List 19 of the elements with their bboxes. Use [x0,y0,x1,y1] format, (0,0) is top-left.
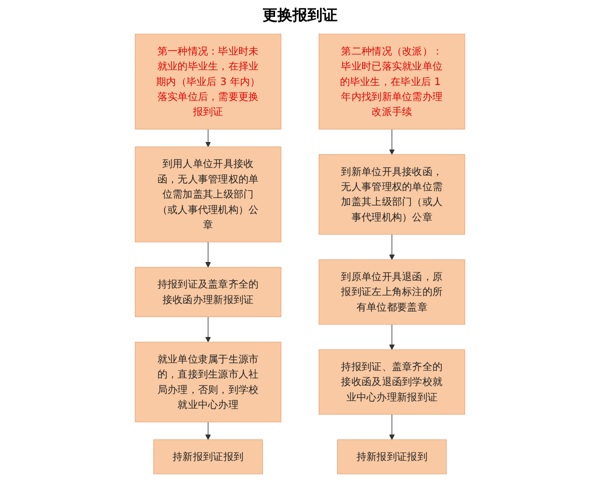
arrow [389,324,395,350]
diagram-title: 更换报到证 [262,6,338,25]
node-box: 到原单位开具退函，原报到证左上角标注的所有单位都要盖章 [318,259,466,325]
node-box: 持报到证、盖章齐全的接收函及退函到学校就业中心办理新报到证 [318,349,466,415]
arrow [205,422,211,440]
node-box: 第二种情况（改派）：毕业时已落实就业单位的毕业生，在毕业后 1 年内找到新单位需办理改派手续 [318,34,466,130]
arrow [205,128,211,148]
node-box: 到新单位开具接收函，无人事管理权的单位需加盖其上级部门（或人事代理机构）公章 [318,154,466,235]
node-box: 就业单位隶属于生源市的，直接到生源市人社局办理，否则，到学校就业中心办理 [134,342,282,422]
node-box: 第一种情况：毕业时未就业的毕业生，在择业期内（毕业后 3 年内）落实单位后，需要更换报到证 [134,34,282,130]
node-box: 持新报到证报到 [337,439,447,474]
arrow [389,414,395,440]
arrow [205,242,211,268]
node-box: 持报到证及盖章齐全的接收函办理新报到证 [134,267,282,318]
arrow [389,234,395,260]
node-box: 到用人单位开具接收函，无人事管理权的单位需加盖其上级部门（或人事代理机构）公章 [134,146,282,242]
arrow [389,128,395,155]
arrow [205,316,211,342]
node-box: 持新报到证报到 [153,439,263,474]
